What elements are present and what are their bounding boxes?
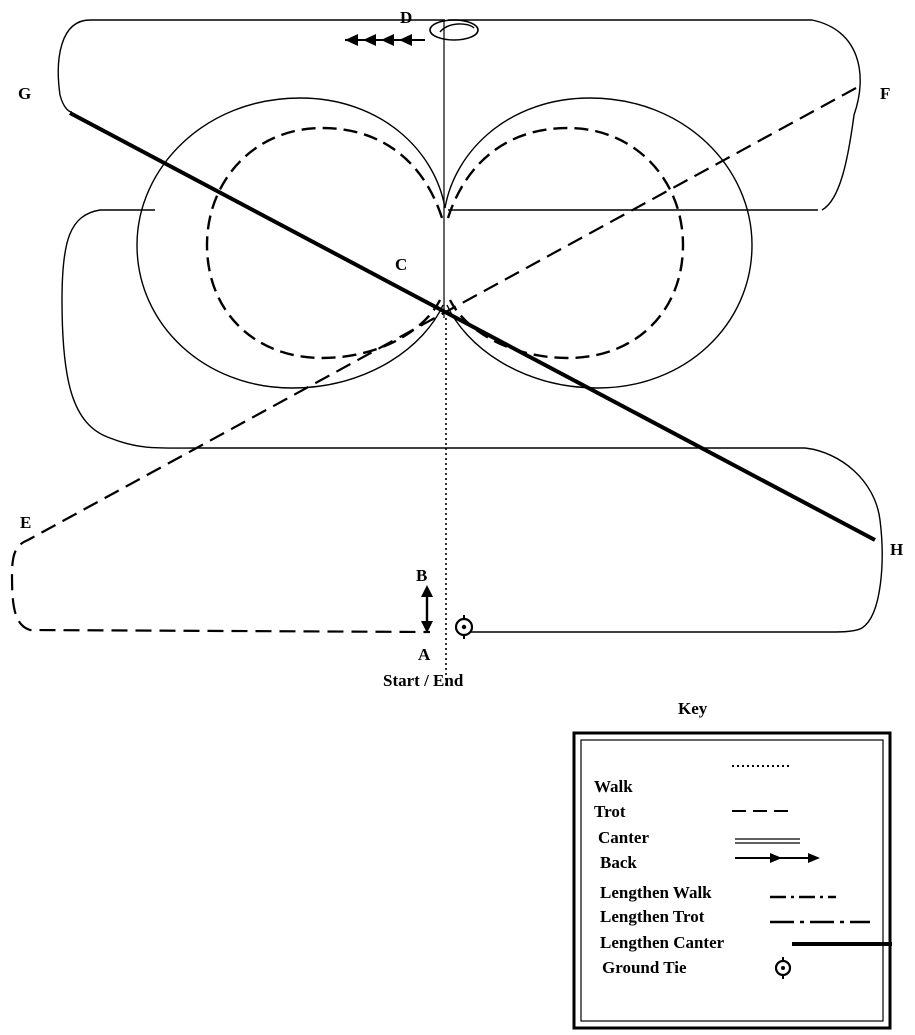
ground-tie-icon bbox=[454, 615, 474, 639]
back-arrow-b-head-bottom bbox=[421, 621, 433, 633]
back-arrow-b-head-top bbox=[421, 585, 433, 597]
start-end-label: Start / End bbox=[383, 671, 464, 690]
key-back-sample bbox=[735, 853, 820, 863]
canter-circle-left bbox=[136, 97, 446, 389]
key-canter-label: Canter bbox=[598, 828, 649, 847]
marker-g: G bbox=[18, 84, 31, 103]
key-lengthen-trot-label: Lengthen Trot bbox=[600, 907, 705, 926]
arrowhead-2 bbox=[363, 34, 376, 46]
arrowhead-3 bbox=[381, 34, 394, 46]
arrowhead-4 bbox=[399, 34, 412, 46]
marker-d: D bbox=[400, 8, 412, 27]
key-title: Key bbox=[678, 699, 708, 718]
spin-symbol bbox=[429, 19, 479, 41]
marker-a: A bbox=[418, 645, 431, 664]
key-ground-tie-label: Ground Tie bbox=[602, 958, 687, 977]
marker-b: B bbox=[416, 566, 427, 585]
canter-top-loop bbox=[57, 19, 861, 211]
key-trot-label: Trot bbox=[594, 802, 626, 821]
canter-circle-right bbox=[444, 97, 753, 389]
trot-diagonal-f-e bbox=[10, 87, 857, 634]
canter-bottom-loop bbox=[470, 447, 883, 633]
marker-e: E bbox=[20, 513, 31, 532]
lengthen-canter-diagonal-g-h bbox=[69, 111, 876, 542]
spin-curl bbox=[439, 23, 475, 33]
key-box-inner bbox=[580, 739, 884, 1022]
trot-circle-left bbox=[205, 126, 444, 360]
trot-circle-right bbox=[446, 126, 685, 360]
marker-h: H bbox=[890, 540, 903, 559]
key-back-label: Back bbox=[600, 853, 637, 872]
key-walk-label: Walk bbox=[594, 777, 633, 796]
key-lengthen-canter-label: Lengthen Canter bbox=[600, 933, 725, 952]
marker-f: F bbox=[880, 84, 890, 103]
key-box bbox=[572, 731, 892, 1030]
key-lengthen-walk-label: Lengthen Walk bbox=[600, 883, 712, 902]
key-ground-tie-icon bbox=[774, 957, 792, 979]
canter-middle-loop bbox=[61, 209, 805, 449]
marker-c: C bbox=[395, 255, 407, 274]
arrowhead-1 bbox=[345, 34, 358, 46]
